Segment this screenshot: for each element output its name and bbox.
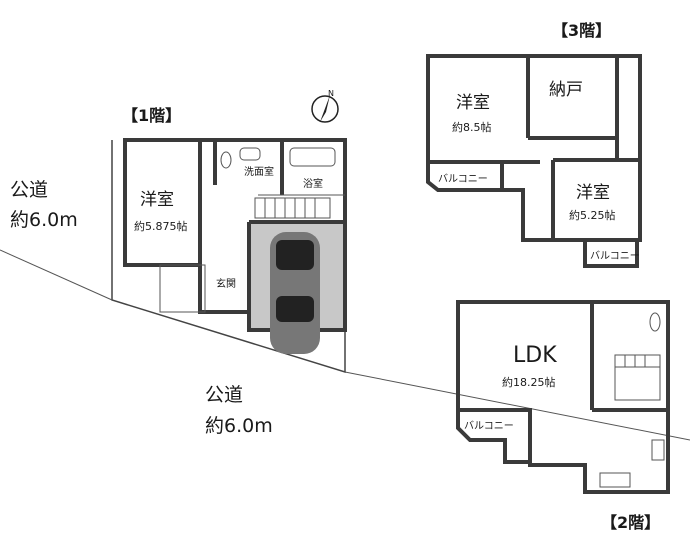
kitchen-counter — [599, 472, 631, 488]
stove-icon — [651, 439, 665, 461]
entrance-label: 玄関 — [216, 277, 236, 290]
storage-label: 納戸 — [549, 80, 583, 100]
floor1-western-room-label: 洋室 — [140, 190, 174, 210]
floor3-western-room-b-area: 約5.25帖 — [569, 208, 616, 222]
washroom-label: 洗面室 — [244, 165, 274, 178]
floor2-plan: 【2階】 LDK 約18.25帖 バルコニー — [456, 300, 670, 532]
bathtub-icon — [289, 147, 336, 167]
floor3-western-room-a-area: 約8.5帖 — [452, 120, 492, 134]
floor2-balcony-label: バルコニー — [464, 420, 514, 432]
floor3-title: 【3階】 — [552, 21, 611, 40]
car-icon — [270, 232, 320, 354]
bathroom-label: 浴室 — [303, 177, 323, 190]
floor1-plan: 【1階】 洋室 約5.875帖 洗面室 浴室 玄関 — [122, 106, 347, 354]
west-road-name: 公道 — [10, 179, 48, 201]
entrance-porch-tiles — [159, 264, 206, 313]
toilet-icon — [649, 312, 661, 332]
svg-text:N: N — [328, 89, 334, 98]
floor1-western-room-area: 約5.875帖 — [134, 219, 188, 233]
ldk-label: LDK — [513, 343, 557, 368]
stairs-icon — [254, 197, 331, 219]
south-road-name: 公道 — [205, 384, 243, 406]
floor3-balcony-a-label: バルコニー — [438, 173, 488, 185]
toilet-icon — [220, 151, 232, 169]
floor3-plan: 【3階】 洋室 約8.5帖 納戸 洋室 約5.25帖 バルコニー バルコニー — [426, 21, 642, 268]
ldk-area: 約18.25帖 — [502, 375, 556, 389]
sink-icon — [239, 147, 261, 161]
floor3-western-room-a-label: 洋室 — [456, 93, 490, 113]
south-road-width: 約6.0m — [205, 415, 273, 437]
compass-icon: N — [311, 89, 339, 123]
floor2-title: 【2階】 — [601, 513, 660, 532]
stairs-icon — [614, 354, 661, 401]
floor3-balcony-b-label: バルコニー — [590, 250, 640, 262]
floor3-western-room-b-label: 洋室 — [576, 183, 610, 203]
floor1-title: 【1階】 — [122, 106, 181, 125]
west-road-width: 約6.0m — [10, 209, 78, 231]
